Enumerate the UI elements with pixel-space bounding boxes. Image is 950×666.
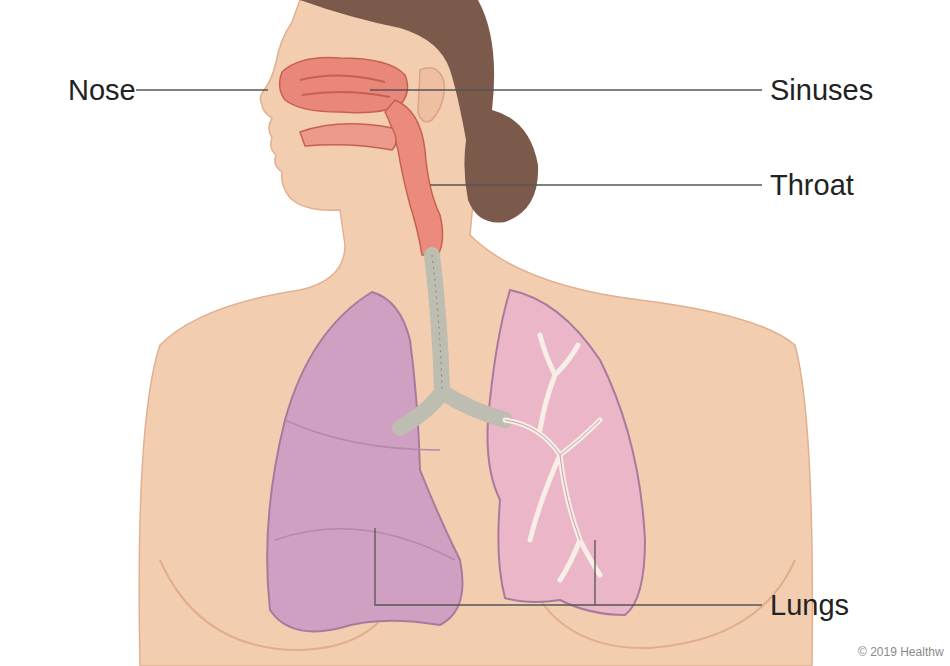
bronchial-outline: [505, 420, 600, 540]
copyright-note: © 2019 Healthw: [858, 646, 944, 658]
leader-lines: [136, 90, 762, 605]
leader-bracket: [375, 528, 762, 605]
leader-line: [136, 89, 268, 90]
ear: [418, 68, 444, 122]
nasal-cavity: [280, 58, 408, 113]
left-lung: [488, 290, 646, 615]
part-label: Throat: [770, 171, 854, 200]
body-silhouette: [139, 0, 812, 666]
bronchial-tree: [505, 335, 600, 580]
trachea-rings: [432, 255, 442, 390]
part-label: Sinuses: [770, 76, 873, 105]
lung-fissure: [275, 420, 455, 560]
part-label: Lungs: [770, 591, 849, 620]
sinus-folds: [300, 75, 390, 97]
mouth-cavity: [300, 124, 396, 150]
trachea: [400, 255, 505, 428]
leader-line: [370, 89, 762, 90]
throat: [385, 100, 443, 255]
leader-line: [430, 184, 762, 185]
part-label: Nose: [68, 76, 136, 105]
